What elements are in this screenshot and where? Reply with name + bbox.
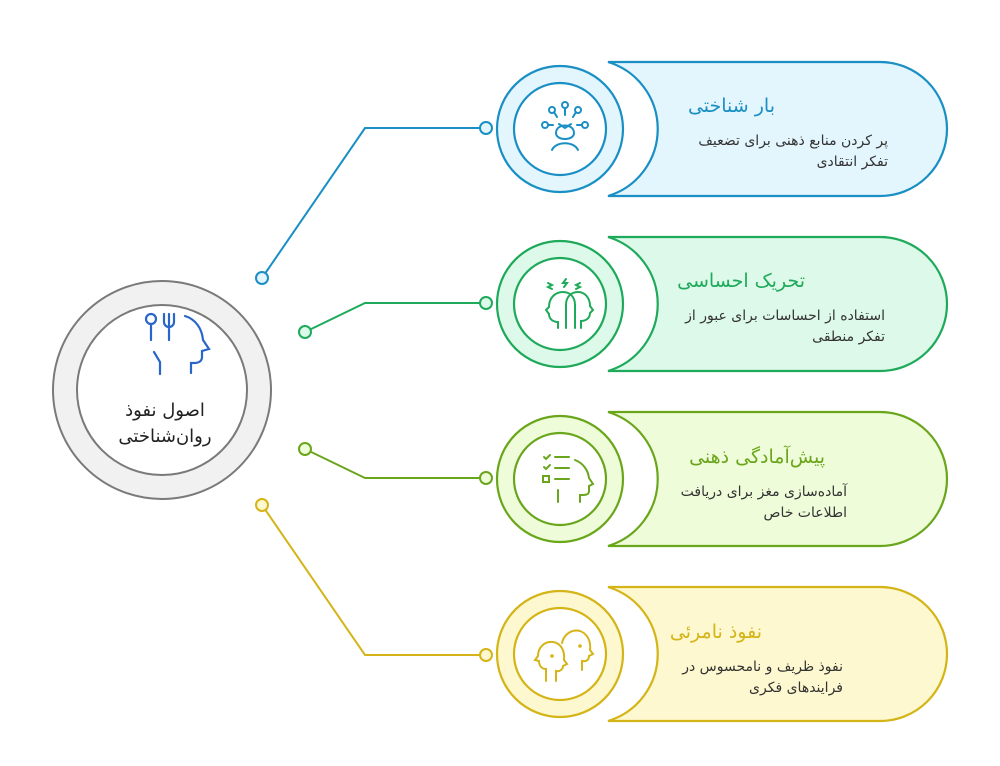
card-desc-priming: آماده‌سازی مغز برای دریافت اطلاعات خاص bbox=[617, 482, 847, 524]
connector-3 bbox=[298, 442, 493, 485]
center-title-line1: اصول نفوذ bbox=[125, 400, 205, 421]
center-title: اصول نفوذ روان‌شناختی bbox=[95, 398, 235, 450]
card-title-priming: پیش‌آمادگی ذهنی bbox=[689, 446, 825, 468]
desc-line-2: اطلاعات خاص bbox=[763, 505, 847, 521]
card-desc-emotional-arousal: استفاده از احساسات برای عبور از تفکر منط… bbox=[655, 306, 885, 348]
connector-1 bbox=[255, 121, 493, 285]
card-title-invisible-influence: نفوذ نامرئی bbox=[669, 621, 762, 643]
card-priming bbox=[495, 410, 949, 548]
desc-line-1: نفوذ ظریف و نامحسوس در bbox=[682, 659, 843, 675]
card-cognitive-load bbox=[495, 60, 949, 198]
desc-line-2: فرایندهای فکری bbox=[749, 680, 843, 696]
card-invisible-influence bbox=[495, 585, 949, 723]
two-heads-icon bbox=[533, 629, 595, 682]
card-title-cognitive-load: بار شناختی bbox=[687, 95, 775, 117]
checklist-head-icon bbox=[542, 454, 595, 503]
desc-line-1: پر کردن منابع ذهنی برای تضعیف bbox=[698, 133, 888, 149]
emotional-heads-lightning-icon bbox=[544, 278, 595, 329]
connector-2 bbox=[298, 296, 493, 339]
desc-line-1: آماده‌سازی مغز برای دریافت bbox=[680, 484, 847, 500]
center-title-line2: روان‌شناختی bbox=[118, 426, 212, 447]
card-emotional-arousal bbox=[495, 235, 949, 373]
card-desc-cognitive-load: پر کردن منابع ذهنی برای تضعیف تفکر انتقا… bbox=[658, 131, 888, 173]
network-person-icon bbox=[541, 101, 589, 151]
card-title-emotional-arousal: تحریک احساسی bbox=[677, 270, 805, 292]
desc-line-2: تفکر انتقادی bbox=[816, 154, 888, 170]
connector-4 bbox=[255, 498, 493, 662]
desc-line-2: تفکر منطقی bbox=[812, 329, 885, 345]
card-desc-invisible-influence: نفوذ ظریف و نامحسوس در فرایندهای فکری bbox=[613, 657, 843, 699]
head-with-key-fork-icon bbox=[144, 312, 211, 376]
desc-line-1: استفاده از احساسات برای عبور از bbox=[685, 308, 885, 324]
center-node bbox=[52, 280, 272, 500]
